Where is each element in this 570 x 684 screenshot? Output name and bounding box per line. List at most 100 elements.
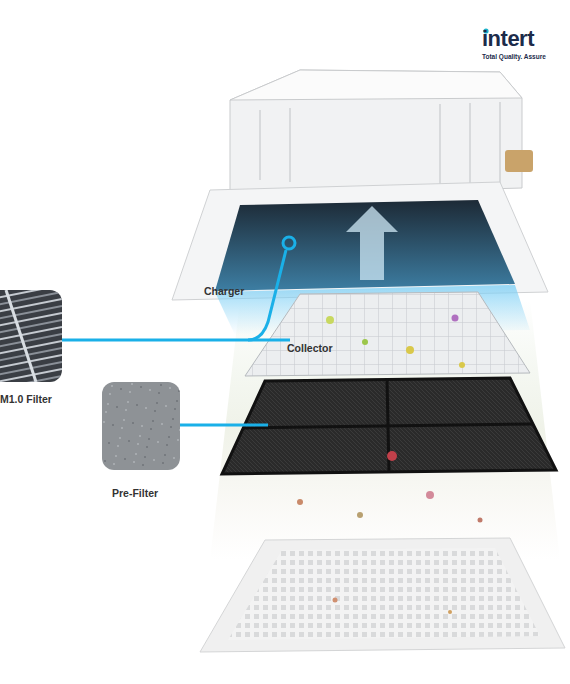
panel-frame — [172, 182, 548, 300]
pre-filter-frame — [244, 380, 533, 472]
mesh-dot — [160, 384, 162, 386]
mesh-dot — [156, 402, 158, 404]
part-label: Collector — [287, 342, 333, 354]
mesh-dot — [120, 388, 122, 390]
mesh-dot — [148, 438, 150, 440]
part-label: M1.0 Filter — [0, 393, 52, 405]
mesh-dot — [154, 410, 156, 412]
mesh-dot — [141, 425, 143, 427]
mesh-dot — [174, 408, 176, 410]
mesh-dot — [150, 428, 152, 430]
mesh-dot — [166, 444, 168, 446]
mesh-dot — [158, 392, 160, 394]
mesh-dot — [179, 429, 180, 431]
mesh-dot — [117, 445, 119, 447]
mesh-dot — [173, 457, 175, 459]
particle — [362, 339, 368, 345]
mesh-dot — [145, 407, 147, 409]
mesh-dot — [146, 446, 148, 448]
mesh-dot — [165, 405, 167, 407]
mesh-dot — [108, 442, 110, 444]
mesh-dot — [128, 440, 130, 442]
mesh-dot — [125, 409, 127, 411]
unit-body — [230, 70, 522, 196]
grille-vents — [228, 548, 540, 640]
mesh-dot — [103, 421, 105, 423]
unit-ribs — [260, 102, 500, 186]
airflow-arrow — [346, 206, 398, 280]
front-grille — [200, 538, 565, 652]
leader-line — [248, 339, 290, 342]
mesh-dot — [129, 391, 131, 393]
leader-line — [62, 250, 286, 340]
mesh-dot — [119, 437, 121, 439]
particle — [426, 491, 434, 499]
mesh-dot — [105, 411, 107, 413]
mesh-dot — [127, 401, 129, 403]
mesh-dot — [177, 439, 179, 441]
mesh-dot — [139, 435, 141, 437]
mesh-dot — [123, 419, 125, 421]
particle — [406, 346, 414, 354]
pipe-fitting — [505, 150, 533, 172]
thumbnail-image — [0, 290, 62, 382]
particle — [326, 316, 334, 324]
mesh-dot — [135, 453, 137, 455]
mesh-dot — [111, 385, 113, 387]
particle — [478, 518, 483, 523]
charger-marker — [283, 237, 295, 249]
particle — [452, 315, 459, 322]
mesh-dot — [132, 422, 134, 424]
mesh-dot — [142, 464, 144, 466]
leader-line — [180, 424, 268, 427]
mesh-dot — [176, 400, 178, 402]
mesh-dot — [169, 387, 171, 389]
dust-particles — [297, 315, 483, 615]
part-label: Pre-Filter — [112, 487, 158, 499]
mesh-dot — [152, 420, 154, 422]
mesh-dot — [124, 458, 126, 460]
logo-text: intert — [482, 26, 534, 52]
mesh-dot — [133, 461, 135, 463]
mesh-dot — [162, 462, 164, 464]
filter-pleat — [0, 376, 62, 382]
mesh-dot — [144, 456, 146, 458]
mesh-dot — [121, 427, 123, 429]
mesh-dot — [131, 383, 133, 385]
collector-grid — [245, 292, 530, 376]
mesh-dot — [104, 460, 106, 462]
mesh-dot — [157, 441, 159, 443]
mesh-dot — [136, 404, 138, 406]
mesh-dot — [116, 406, 118, 408]
filter-frame — [6, 290, 36, 382]
particle — [297, 499, 303, 505]
particle — [448, 610, 452, 614]
mesh-dot — [153, 459, 155, 461]
thumbnail-image — [102, 382, 180, 470]
mesh-dot — [115, 455, 117, 457]
mesh-dot — [170, 426, 172, 428]
logo-tagline: Total Quality. Assure — [482, 53, 546, 60]
thumb-bg — [102, 382, 180, 470]
filter-thumbnail — [102, 382, 180, 470]
mesh-dot — [113, 463, 115, 465]
unit-top — [230, 70, 522, 100]
mesh-dot — [112, 424, 114, 426]
filter-callout: M1.0 Filter — [0, 290, 80, 410]
particle — [387, 451, 397, 461]
mesh-dot — [168, 436, 170, 438]
particle — [459, 362, 465, 368]
filter-thumbnail — [0, 290, 62, 382]
mesh-dot — [102, 382, 104, 384]
collector-plate — [245, 292, 530, 376]
mesh-dot — [178, 390, 180, 392]
mesh-dot — [137, 443, 139, 445]
pre-filter-plate — [222, 378, 556, 474]
cassette-unit — [172, 70, 548, 300]
mesh-dot — [109, 393, 111, 395]
part-label: Charger — [204, 285, 244, 297]
mesh-dot — [172, 418, 174, 420]
mesh-dot — [164, 454, 166, 456]
thumb-bg — [0, 290, 62, 382]
